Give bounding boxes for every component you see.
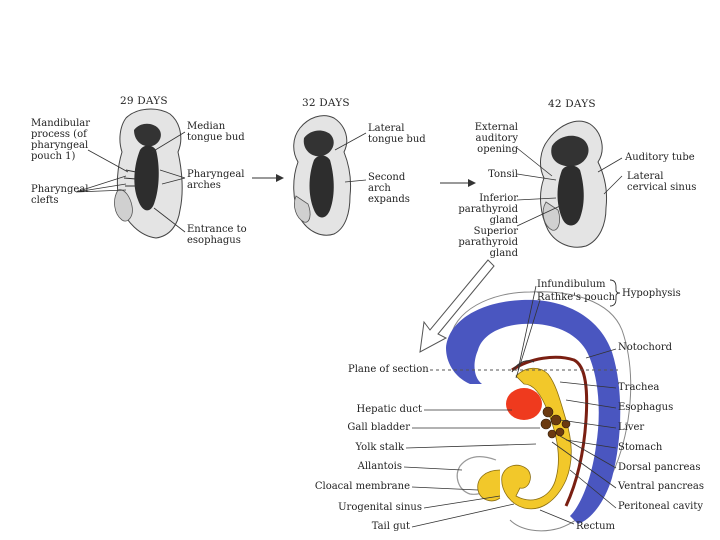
label-dorsal-pancreas: Dorsal pancreas xyxy=(618,462,701,473)
section-pointer-arrow xyxy=(419,259,495,353)
label-external-auditory-opening: External auditory opening xyxy=(474,122,518,155)
title-42-days: 42 DAYS xyxy=(548,98,596,110)
label-stomach: Stomach xyxy=(618,442,663,453)
label-ventral-pancreas: Ventral pancreas xyxy=(618,481,704,492)
label-peritoneal-cavity: Peritoneal cavity xyxy=(618,501,703,512)
label-urogenital-sinus: Urogenital sinus xyxy=(338,502,422,513)
title-29-days: 29 DAYS xyxy=(120,95,168,107)
hypophysis-brace xyxy=(609,279,621,307)
label-mandibular-process: Mandibular process (of pharyngeal pouch … xyxy=(31,118,91,162)
label-entrance-esophagus: Entrance to esophagus xyxy=(187,224,247,246)
embryo-32-days xyxy=(293,115,351,236)
leader-lines-top xyxy=(75,131,623,233)
label-liver: Liver xyxy=(618,422,645,433)
label-rathkes-pouch: Rathke's pouch xyxy=(537,292,616,303)
label-esophagus: Esophagus xyxy=(618,402,674,413)
label-trachea: Trachea xyxy=(618,382,660,393)
label-hepatic-duct: Hepatic duct xyxy=(356,404,422,415)
leader-lines-section xyxy=(403,285,617,528)
label-superior-parathyroid: Superior parathyroid gland xyxy=(458,226,518,259)
label-second-arch-expands: Second arch expands xyxy=(368,172,410,205)
label-gall-bladder: Gall bladder xyxy=(347,422,410,433)
sagittal-section xyxy=(430,291,632,532)
label-tail-gut: Tail gut xyxy=(371,521,410,532)
label-auditory-tube: Auditory tube xyxy=(625,152,695,163)
label-rectum: Rectum xyxy=(576,521,615,532)
title-32-days: 32 DAYS xyxy=(302,97,350,109)
label-lateral-cervical-sinus: Lateral cervical sinus xyxy=(627,171,697,193)
label-cloacal-membrane: Cloacal membrane xyxy=(314,481,410,492)
label-allantois: Allantois xyxy=(357,461,402,472)
embryo-29-days xyxy=(114,108,183,239)
label-pharyngeal-clefts: Pharyngeal clefts xyxy=(31,184,89,206)
label-lateral-tongue-bud: Lateral tongue bud xyxy=(368,123,426,145)
label-tonsil: Tonsil xyxy=(488,169,518,180)
label-infundibulum: Infundibulum xyxy=(537,279,606,290)
label-pharyngeal-arches: Pharyngeal arches xyxy=(187,169,245,191)
label-hypophysis: Hypophysis xyxy=(622,288,681,299)
embryo-42-days xyxy=(540,120,607,248)
label-yolk-stalk: Yolk stalk xyxy=(355,442,404,453)
label-plane-of-section: Plane of section xyxy=(348,364,429,375)
label-inferior-parathyroid: Inferior parathyroid gland xyxy=(458,193,518,226)
label-median-tongue-bud: Median tongue bud xyxy=(187,121,245,143)
label-notochord: Notochord xyxy=(618,342,673,353)
